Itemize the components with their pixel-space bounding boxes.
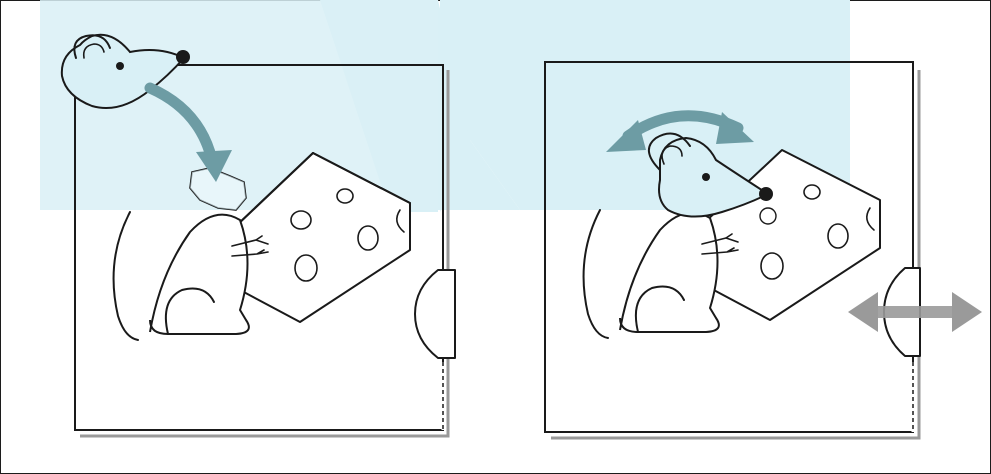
left-door [415, 270, 455, 358]
